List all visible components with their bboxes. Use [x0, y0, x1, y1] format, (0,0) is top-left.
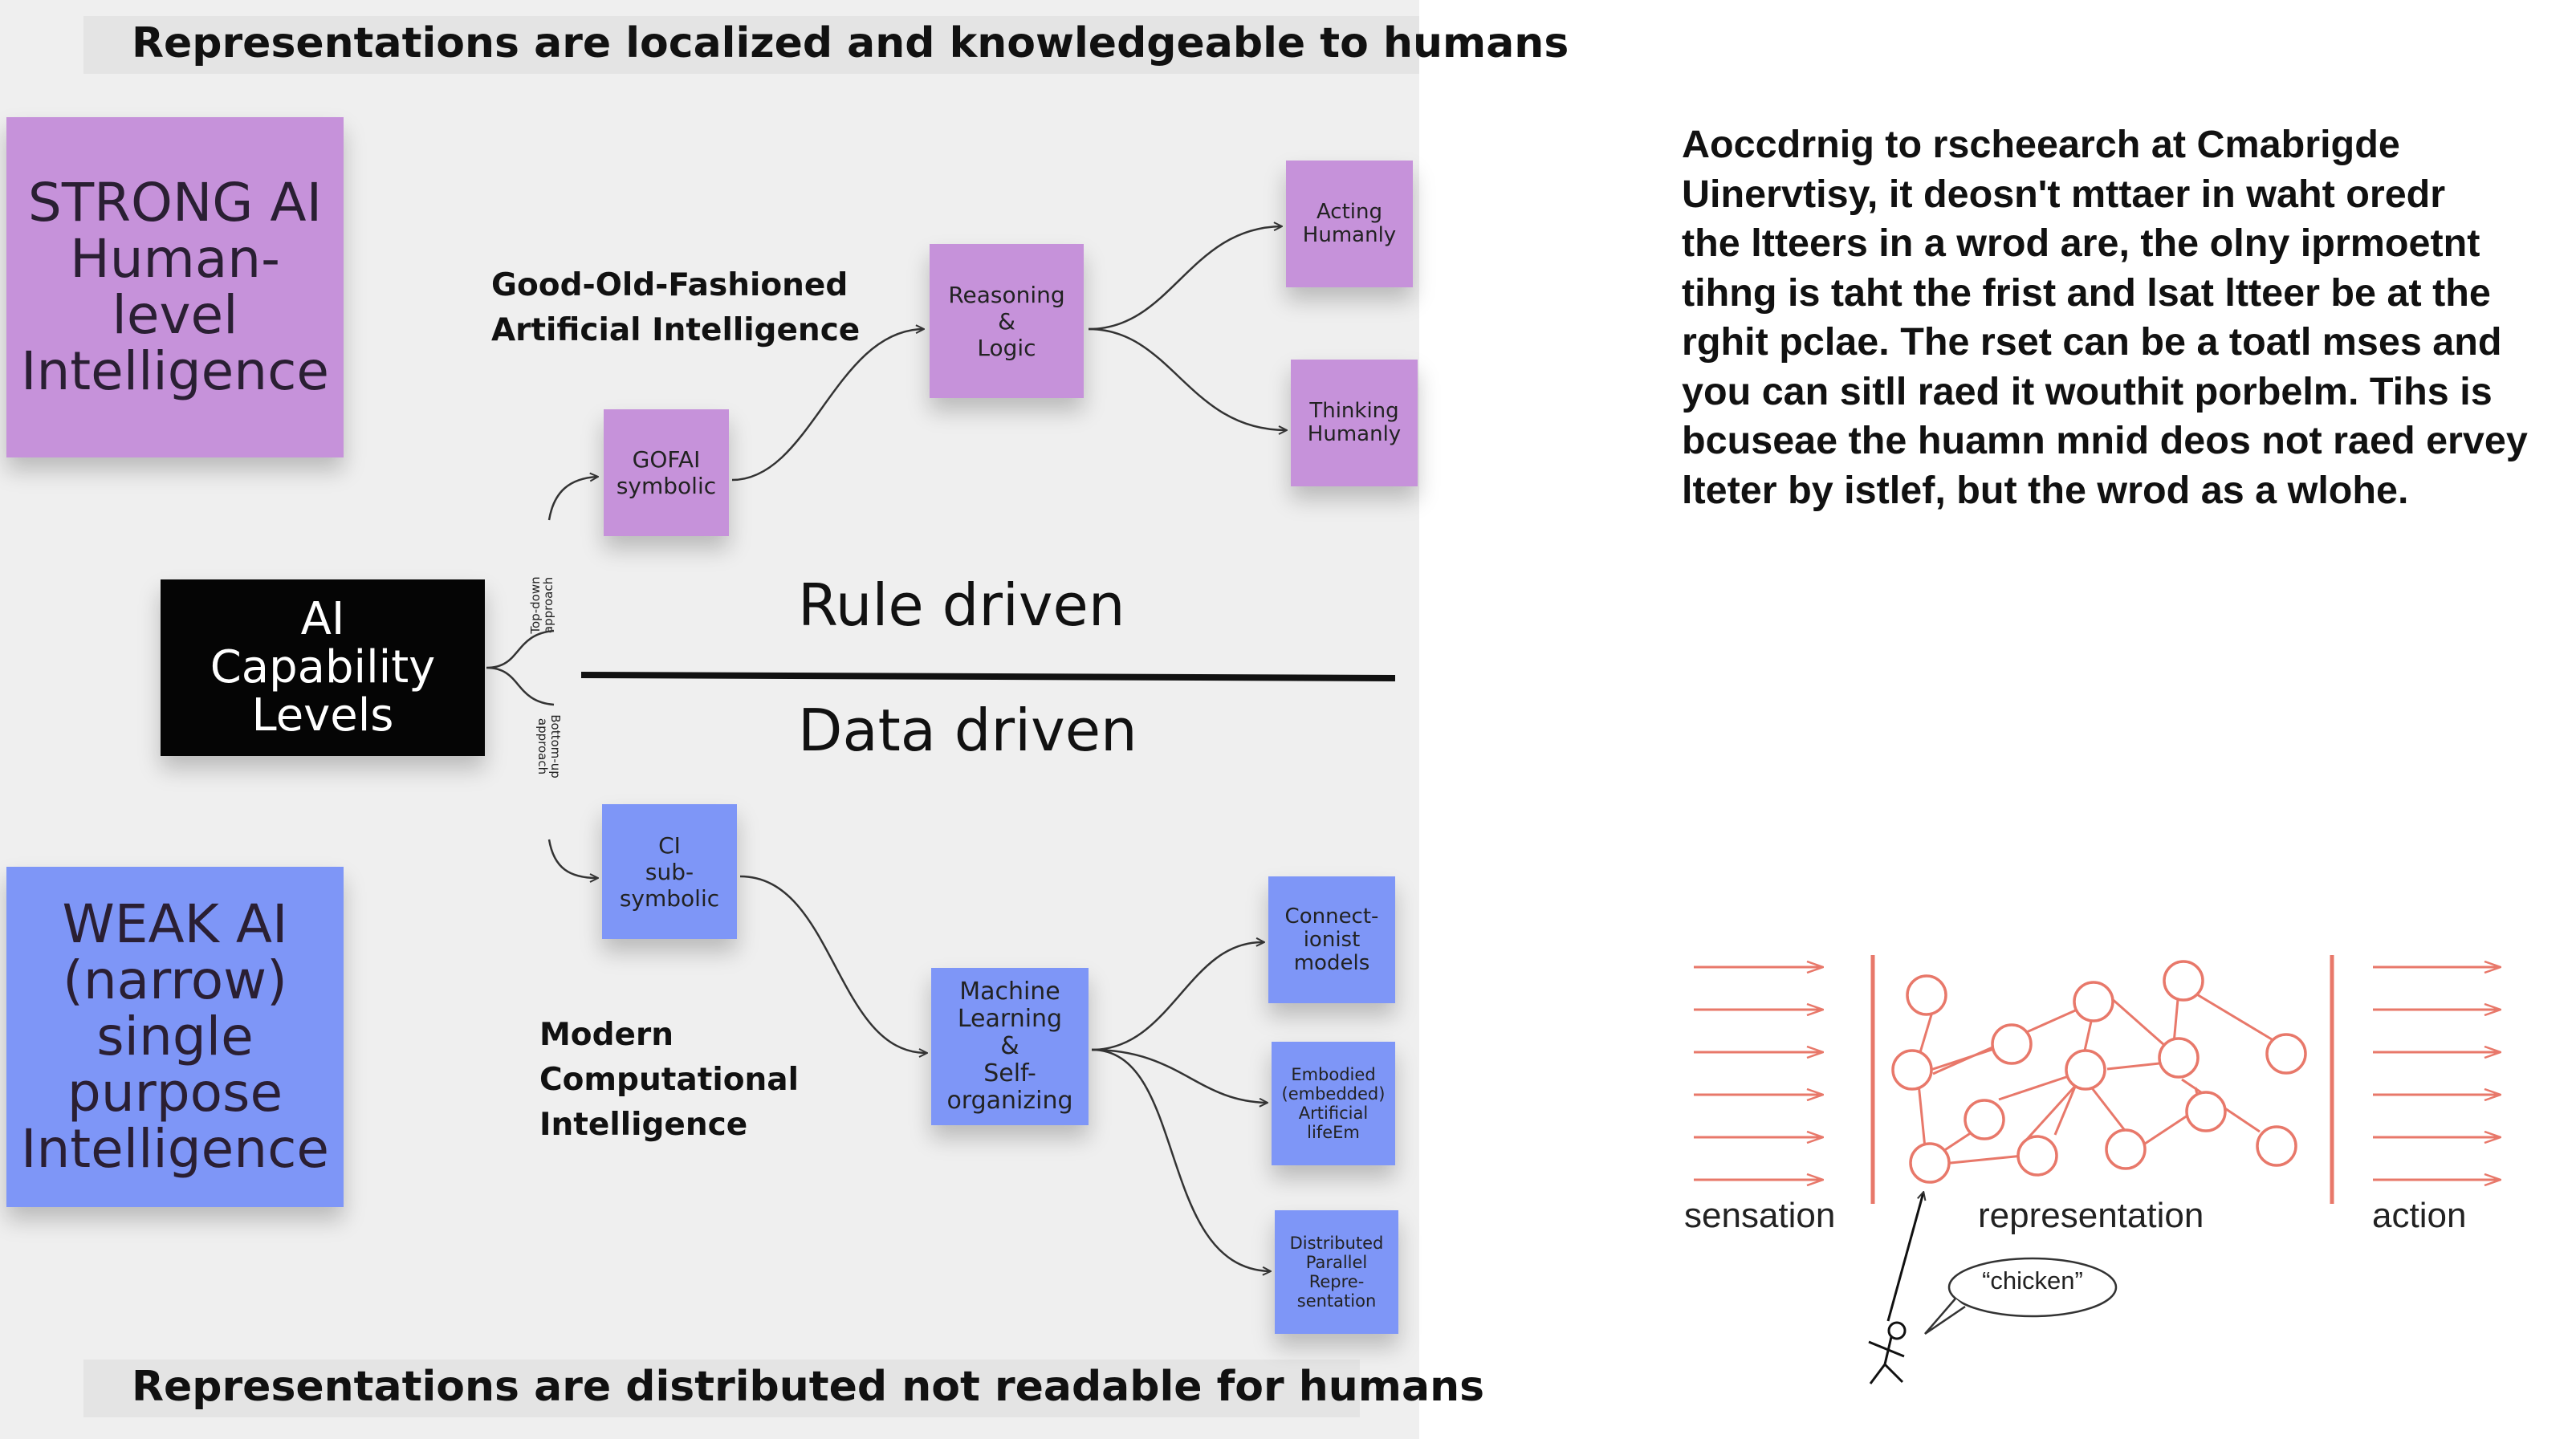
- rule-data-divider: [580, 672, 1396, 681]
- network-node: [2073, 981, 2114, 1022]
- network-nodes: [1891, 960, 2307, 1184]
- arrow-ml-to-distributed: [1091, 1048, 1270, 1271]
- sensation-label: sensation: [1684, 1196, 1836, 1235]
- arrow-ci-to-ml: [739, 875, 926, 1053]
- sensation-arrows: [1694, 967, 1822, 1180]
- network-node: [2158, 1037, 2200, 1079]
- arrow-gofai-to-reasoning: [731, 329, 923, 482]
- network-node: [2065, 1049, 2106, 1091]
- network-node: [1906, 974, 1947, 1016]
- action-label: action: [2372, 1196, 2467, 1235]
- pointer-arrow: [1886, 1193, 1923, 1322]
- representation-label: representation: [1978, 1196, 2204, 1235]
- thinking-humanly-note: Thinking Humanly: [1291, 360, 1418, 486]
- arrow-to-gofai: [547, 477, 597, 521]
- rule-driven-label: Rule driven: [798, 571, 1125, 639]
- network-node: [1964, 1099, 2005, 1140]
- network-node: [2256, 1125, 2297, 1167]
- embodied-life-note: Embodied (embedded) Artificial lifeEm: [1272, 1042, 1395, 1165]
- network-node: [2016, 1135, 2058, 1177]
- network-node: [1909, 1142, 1951, 1184]
- arrow-ml-to-embodied: [1091, 1048, 1267, 1103]
- top-banner: Representations are localized and knowle…: [83, 16, 1569, 74]
- network-node: [1891, 1049, 1933, 1091]
- reasoning-logic-note: Reasoning & Logic: [930, 244, 1084, 398]
- gofai-symbolic-note: GOFAI symbolic: [604, 409, 729, 536]
- network-node: [2163, 960, 2204, 1002]
- weak-ai-note: WEAK AI (narrow) single purpose Intellig…: [6, 867, 344, 1207]
- stick-figure-icon: [1868, 1321, 1907, 1384]
- center-brace: [486, 629, 555, 706]
- arrow-reasoning-to-acting: [1088, 226, 1281, 331]
- machine-learning-note: Machine Learning & Self- organizing: [931, 968, 1089, 1125]
- network-node: [2265, 1033, 2307, 1075]
- bottom-banner: Representations are distributed not read…: [83, 1360, 1484, 1417]
- arrow-to-ci: [547, 839, 597, 878]
- strong-ai-note: STRONG AI Human- level Intelligence: [6, 117, 344, 457]
- action-arrows: [2373, 967, 2500, 1180]
- gofai-heading: Good-Old-Fashioned Artificial Intelligen…: [491, 267, 861, 348]
- ci-subsymbolic-note: CI sub- symbolic: [602, 804, 737, 939]
- network-node: [2185, 1091, 2227, 1132]
- scrambled-words-paragraph: Aoccdrnig to rscheearch at Cmabrigde Uin…: [1682, 123, 2528, 512]
- speech-bubble-text: “chicken”: [1982, 1266, 2083, 1295]
- connectionist-note: Connect- ionist models: [1268, 876, 1395, 1003]
- acting-humanly-note: Acting Humanly: [1286, 161, 1413, 287]
- speech-bubble-tail: [1924, 1298, 1966, 1335]
- network-node: [2105, 1128, 2147, 1170]
- distributed-representation-note: Distributed Parallel Repre- sentation: [1275, 1210, 1398, 1334]
- arrow-ml-to-connectionist: [1091, 942, 1264, 1051]
- arrow-reasoning-to-thinking: [1088, 327, 1286, 430]
- modern-ci-heading: Modern Computational Intelligence: [539, 1017, 799, 1143]
- speech-bubble: [1947, 1257, 2118, 1318]
- network-node: [1991, 1023, 2033, 1065]
- ai-capability-diagram: Representations are localized and knowle…: [0, 0, 1569, 1439]
- data-driven-label: Data driven: [798, 697, 1137, 764]
- ai-capability-levels-note: AI Capability Levels: [161, 579, 485, 756]
